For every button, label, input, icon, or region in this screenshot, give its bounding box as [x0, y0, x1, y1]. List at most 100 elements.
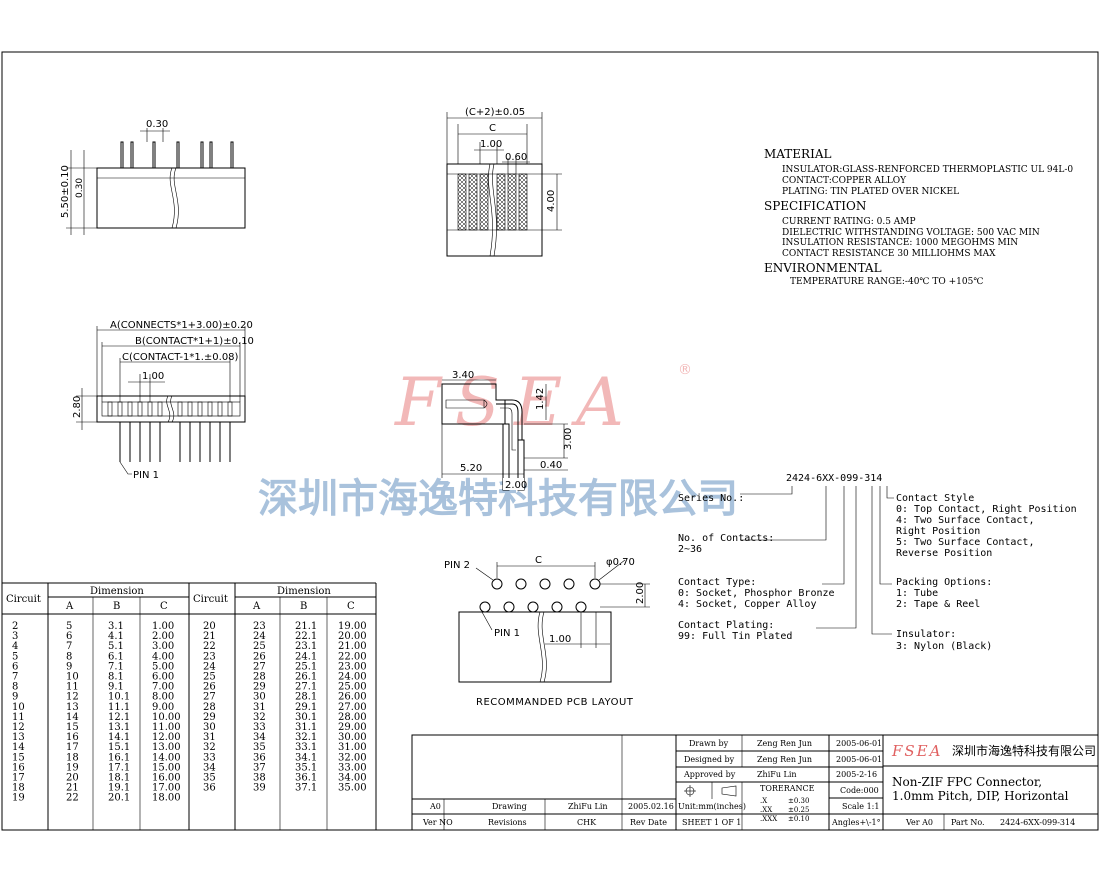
table-cell-circuit: 9	[12, 692, 18, 703]
side-dim-height: 5.50±0.10	[60, 165, 71, 218]
table-cell-b: 31.1	[295, 722, 317, 733]
table-cell-b: 11.1	[108, 702, 130, 713]
table-cell-circuit: 21	[203, 631, 216, 642]
packing-value: 2: Tape & Reel	[896, 599, 980, 610]
table-cell-b: 13.1	[108, 722, 130, 733]
projection-symbol	[684, 785, 737, 797]
table-cell-circuit: 13	[12, 732, 25, 743]
table-cell-c: 12.00	[152, 732, 181, 743]
table-cell-circuit: 2	[12, 621, 18, 632]
table-cell-a: 36	[253, 752, 266, 763]
table-cell-b: 12.1	[108, 712, 130, 723]
table-cell-a: 39	[253, 783, 266, 794]
section-dim-top-height: 1.42	[535, 388, 546, 410]
approved-by: ZhiFu Lin	[757, 770, 797, 779]
table-cell-b: 20.1	[108, 793, 130, 804]
col-header-b: B	[300, 601, 307, 612]
top-dim-c: C(CONTACT-1*1.±0.08)	[122, 352, 239, 363]
table-cell-c: 21.00	[338, 641, 367, 652]
table-cell-circuit: 26	[203, 682, 216, 693]
table-cell-c: 20.00	[338, 631, 367, 642]
table-cell-circuit: 7	[12, 672, 18, 683]
table-cell-c: 18.00	[152, 793, 181, 804]
ver-value: Ver A0	[905, 818, 933, 827]
table-cell-c: 2.00	[152, 631, 174, 642]
table-cell-a: 15	[66, 722, 79, 733]
side-dim-pin-width: 0.30	[146, 119, 168, 130]
type-label: Contact Type:	[678, 577, 756, 588]
rev-date-value: 2005.02.16	[628, 802, 674, 811]
table-cell-a: 8	[66, 651, 72, 662]
table-cell-b: 5.1	[108, 641, 124, 652]
front-dim-c: C	[489, 123, 496, 134]
section-dim-depth: 5.20	[460, 463, 482, 474]
table-cell-circuit: 10	[12, 702, 25, 713]
drawn-label: Drawn by	[689, 739, 729, 748]
tol-xx: .XX	[760, 806, 772, 814]
section-dim-pin-pitch: 2.00	[505, 480, 527, 491]
watermark-company: 深圳市海逸特科技有限公司	[258, 476, 738, 522]
chk-header: CHK	[577, 818, 597, 827]
table-cell-c: 7.00	[152, 682, 174, 693]
table-cell-a: 18	[66, 752, 79, 763]
table-cell-a: 19	[66, 762, 79, 773]
watermark: FSEA ® 深圳市海逸特科技有限公司	[258, 362, 738, 522]
spec-line: DIELECTRIC WITHSTANDING VOLTAGE: 500 VAC…	[782, 228, 1040, 238]
notes: MATERIAL INSULATOR:GLASS-RENFORCED THERM…	[764, 147, 1073, 287]
table-cell-circuit: 22	[203, 641, 216, 652]
pcb-dim-row-pitch: 2.00	[635, 582, 646, 604]
table-cell-c: 28.00	[338, 712, 367, 723]
table-cell-b: 28.1	[295, 692, 317, 703]
table-cell-b: 14.1	[108, 732, 130, 743]
front-view: (C+2)±0.05 C 1.00 0.60 4.00	[446, 107, 562, 257]
table-cell-circuit: 25	[203, 672, 216, 683]
table-cell-b: 36.1	[295, 773, 317, 784]
spec-line: CURRENT RATING: 0.5 AMP	[782, 217, 916, 227]
table-cell-b: 10.1	[108, 692, 130, 703]
table-cell-c: 34.00	[338, 773, 367, 784]
top-pin1-label: PIN 1	[133, 470, 159, 481]
table-cell-a: 31	[253, 702, 266, 713]
drawing-title-line2: 1.0mm Pitch, DIP, Horizontal	[892, 789, 1069, 803]
table-cell-a: 13	[66, 702, 79, 713]
top-dim-height: 2.80	[72, 396, 83, 418]
table-cell-b: 25.1	[295, 661, 317, 672]
table-cell-a: 5	[66, 621, 72, 632]
table-cell-c: 6.00	[152, 672, 174, 683]
tol-x: .X	[760, 797, 767, 805]
ver-header: Ver NO	[422, 818, 453, 827]
approved-label: Approved by	[683, 770, 736, 779]
table-cell-a: 20	[66, 773, 79, 784]
table-cell-b: 19.1	[108, 783, 130, 794]
tol-x-value: ±0.30	[788, 797, 809, 805]
table-cell-c: 26.00	[338, 692, 367, 703]
table-cell-a: 6	[66, 631, 72, 642]
table-cell-c: 35.00	[338, 783, 367, 794]
spec-line: CONTACT RESISTANCE 30 MILLIOHMS MAX	[782, 249, 996, 259]
table-cell-circuit: 35	[203, 773, 216, 784]
company-name: 深圳市海逸特科技有限公司	[952, 743, 1096, 758]
col-header-a: A	[252, 601, 261, 612]
table-cell-a: 17	[66, 742, 79, 753]
table-cell-circuit: 19	[12, 793, 25, 804]
spec-line: INSULATION RESISTANCE: 1000 MEGOHMS MIN	[782, 238, 1018, 248]
angles-label: Angles+\-1°	[831, 818, 881, 827]
col-header-a: A	[65, 601, 74, 612]
table-cell-c: 5.00	[152, 661, 174, 672]
table-cell-a: 34	[253, 732, 266, 743]
table-cell-b: 34.1	[295, 752, 317, 763]
table-cell-circuit: 11	[12, 712, 25, 723]
table-cell-a: 30	[253, 692, 266, 703]
table-cell-a: 14	[66, 712, 79, 723]
table-cell-c: 22.00	[338, 651, 367, 662]
table-cell-a: 16	[66, 732, 79, 743]
table-cell-b: 17.1	[108, 762, 130, 773]
pcb-dim-c: C	[535, 555, 542, 566]
front-dim-contact-width: 0.60	[505, 152, 527, 163]
table-cell-c: 8.00	[152, 692, 174, 703]
table-cell-circuit: 8	[12, 682, 18, 693]
series-label: Series No.:	[678, 493, 744, 504]
table-cell-a: 22	[66, 793, 79, 804]
table-cell-a: 24	[253, 631, 266, 642]
table-cell-circuit: 5	[12, 651, 18, 662]
